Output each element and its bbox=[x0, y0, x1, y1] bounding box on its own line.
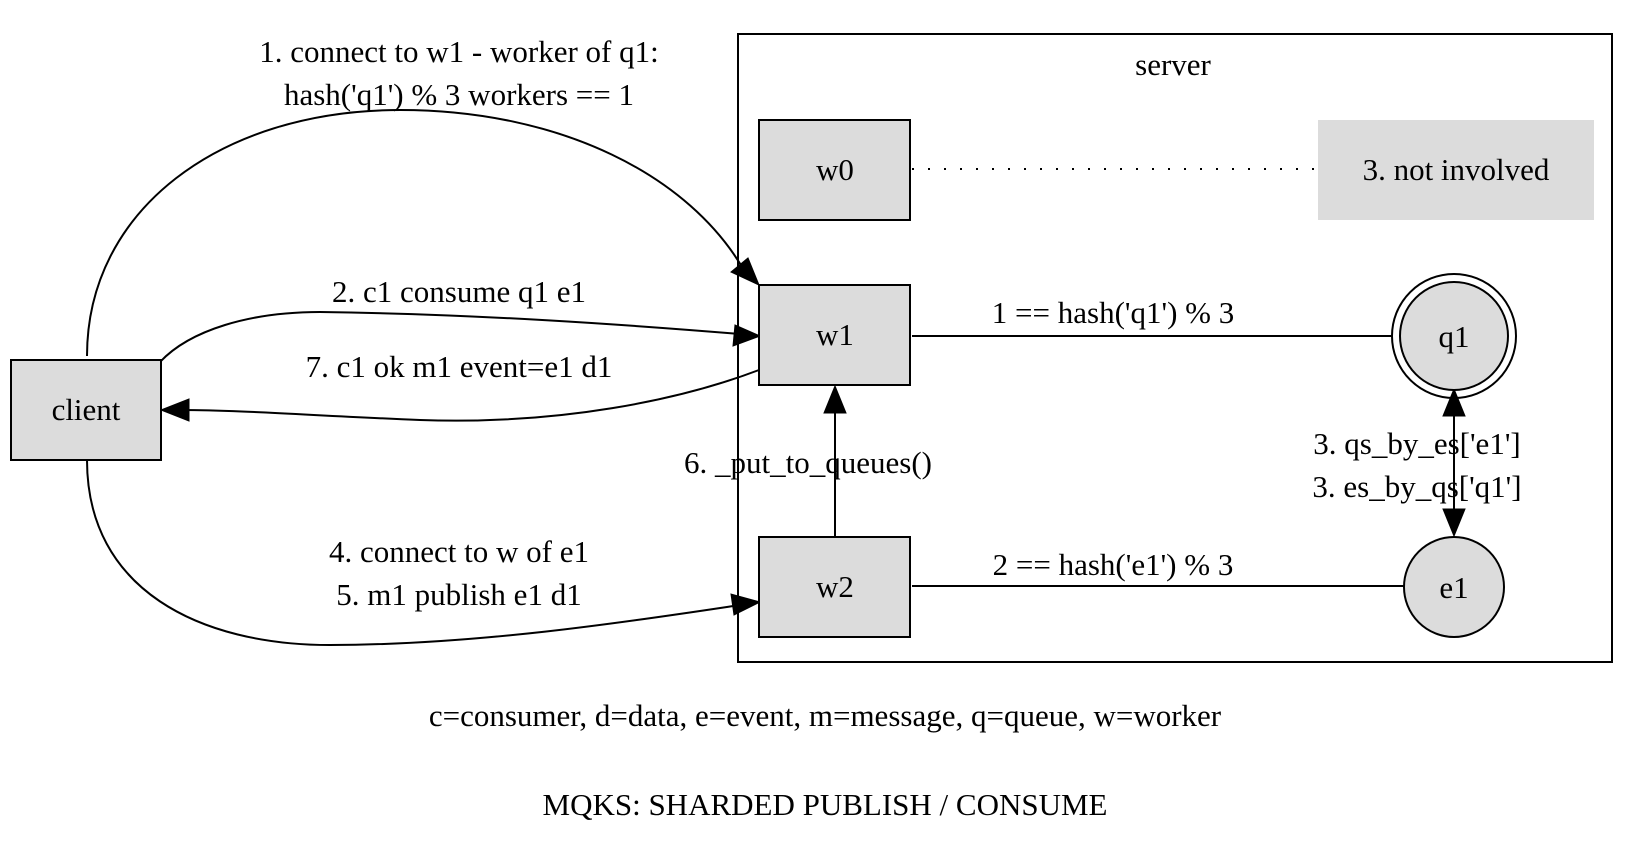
node-client bbox=[10, 359, 162, 461]
diagram-title: MQKS: SHARDED PUBLISH / CONSUME bbox=[543, 787, 1108, 822]
edge-ok bbox=[181, 369, 760, 422]
node-w1 bbox=[758, 284, 911, 386]
edge-label-connect-w1-2: hash('q1') % 3 workers == 1 bbox=[284, 77, 634, 112]
node-q1-outer bbox=[1391, 273, 1517, 399]
node-e1-label: e1 bbox=[1439, 570, 1468, 605]
edge-consume-arrowhead bbox=[732, 324, 762, 347]
edge-qs-es-arrowhead-up bbox=[1442, 387, 1466, 417]
node-w2-label: w2 bbox=[816, 569, 854, 604]
edge-label-put-to-queues: 6. _put_to_queues() bbox=[684, 445, 932, 480]
edge-put-to-queues-arrowhead bbox=[823, 384, 847, 414]
server-cluster bbox=[737, 33, 1613, 663]
node-not-involved-label: 3. not involved bbox=[1363, 152, 1550, 187]
node-w1-label: w1 bbox=[816, 317, 854, 352]
edge-label-es-by-qs: 3. es_by_qs['q1'] bbox=[1312, 469, 1521, 504]
edge-connect-w1 bbox=[86, 108, 746, 357]
edge-qs-es-arrowhead-down bbox=[1442, 508, 1466, 538]
server-cluster-label: server bbox=[1135, 47, 1211, 82]
edge-label-connect-w1-1: 1. connect to w1 - worker of q1: bbox=[259, 34, 658, 69]
edge-publish bbox=[86, 459, 741, 647]
edge-publish-arrowhead bbox=[730, 593, 762, 616]
node-w0 bbox=[758, 119, 911, 221]
node-client-label: client bbox=[52, 392, 121, 427]
node-w2 bbox=[758, 536, 911, 638]
node-w0-label: w0 bbox=[816, 152, 854, 187]
node-not-involved bbox=[1318, 120, 1594, 220]
diagram-legend: c=consumer, d=data, e=event, m=message, … bbox=[429, 698, 1222, 733]
edge-label-hash-q1: 1 == hash('q1') % 3 bbox=[992, 295, 1234, 330]
edge-label-qs-by-es: 3. qs_by_es['e1'] bbox=[1313, 426, 1520, 461]
edge-label-consume: 2. c1 consume q1 e1 bbox=[332, 274, 586, 309]
edge-consume bbox=[159, 310, 741, 363]
edge-label-connect-w-2: 5. m1 publish e1 d1 bbox=[336, 577, 581, 612]
edge-label-hash-e1: 2 == hash('e1') % 3 bbox=[993, 547, 1234, 582]
node-q1 bbox=[1399, 281, 1509, 391]
edge-label-connect-w-1: 4. connect to w of e1 bbox=[329, 534, 589, 569]
node-q1-label: q1 bbox=[1439, 319, 1470, 354]
edge-connect-w1-arrowhead bbox=[730, 257, 760, 286]
node-e1 bbox=[1403, 536, 1505, 638]
edge-label-ok: 7. c1 ok m1 event=e1 d1 bbox=[306, 349, 613, 384]
edge-ok-arrowhead bbox=[159, 398, 190, 422]
